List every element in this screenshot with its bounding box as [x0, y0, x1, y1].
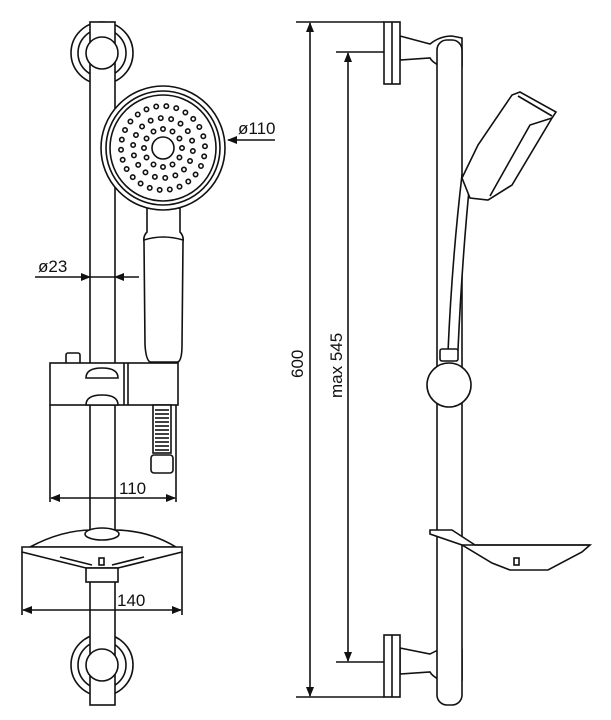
nozzle-hole — [162, 174, 169, 181]
nozzle-hole — [189, 147, 196, 154]
nozzle-hole — [142, 169, 149, 176]
nozzle-hole — [169, 161, 176, 168]
dim-label-soap-dish-width: 140 — [117, 591, 145, 610]
nozzle-hole — [160, 126, 167, 133]
dimension-slider-depth: 110 — [49, 405, 177, 502]
nozzle-hole — [196, 123, 203, 130]
nozzle-hole — [163, 103, 170, 110]
nozzle-hole — [143, 154, 150, 161]
dim-label-slider-depth: 110 — [119, 479, 146, 498]
nozzle-hole — [147, 117, 154, 124]
nozzle-hole — [156, 186, 163, 193]
nozzle-hole — [143, 135, 150, 142]
soap-dish — [21, 527, 183, 583]
dimension-total-height: 600 — [288, 21, 384, 698]
nozzles — [118, 103, 208, 193]
nozzle-hole — [176, 154, 183, 161]
nozzle-hole — [134, 111, 141, 118]
nozzle-hole — [197, 162, 204, 169]
dimension-soap-dish-width: 140 — [21, 552, 183, 615]
nozzle-hole — [182, 109, 189, 116]
nozzle-hole — [185, 178, 192, 185]
nozzle-hole — [179, 145, 186, 152]
side-view: 600 max 545 — [288, 21, 593, 706]
nozzle-hole — [141, 145, 148, 152]
dim-label-head-diameter: ø110 — [238, 119, 276, 138]
nozzle-hole — [130, 142, 137, 149]
nozzle-hole — [190, 115, 197, 122]
nozzle-hole — [172, 172, 179, 179]
nozzle-hole — [176, 135, 183, 142]
nozzle-hole — [135, 161, 142, 168]
nozzle-hole — [150, 128, 157, 135]
nozzle-hole — [129, 174, 136, 181]
dim-label-max-adjust: max 545 — [327, 333, 346, 398]
bracket-ball-bottom — [85, 648, 119, 682]
nozzle-hole — [137, 180, 144, 187]
nozzle-hole — [157, 115, 164, 122]
nozzle-hole — [132, 131, 139, 138]
dimension-rail-diameter: ø23 — [35, 257, 139, 281]
side-soap-dish — [429, 529, 593, 571]
nozzle-hole — [118, 146, 125, 153]
nozzle-hole — [184, 128, 191, 135]
bracket-ball-top — [85, 36, 119, 70]
hose — [150, 404, 174, 474]
side-hand-shower — [447, 91, 558, 353]
nozzle-hole — [200, 133, 207, 140]
side-slider — [426, 348, 472, 408]
nozzle-hole — [180, 166, 187, 173]
nozzle-hole — [153, 103, 160, 110]
nozzle-hole — [201, 143, 208, 150]
nozzle-hole — [119, 156, 126, 163]
nozzle-hole — [130, 152, 137, 159]
shower-head — [100, 85, 226, 211]
nozzle-hole — [187, 158, 194, 165]
nozzle-hole — [189, 137, 196, 144]
nozzle-hole — [168, 116, 175, 123]
dim-label-total-height: 600 — [288, 350, 307, 378]
nozzle-hole — [150, 161, 157, 168]
nozzle-hole — [151, 173, 158, 180]
nozzle-hole — [146, 184, 153, 191]
nozzle-hole — [177, 120, 184, 127]
nozzle-hole — [176, 183, 183, 190]
nozzle-hole — [139, 123, 146, 130]
nozzle-hole — [166, 186, 173, 193]
nozzle-hole — [143, 106, 150, 113]
nozzle-hole — [122, 127, 129, 134]
nozzle-hole — [160, 164, 167, 171]
dimension-max-adjust: max 545 — [327, 51, 384, 663]
nozzle-hole — [127, 118, 134, 125]
front-view: ø110 ø23 110 140 — [21, 21, 276, 706]
nozzle-hole — [118, 136, 125, 143]
nozzle-hole — [169, 128, 176, 135]
nozzle-hole — [192, 171, 199, 178]
shower-handle — [143, 207, 184, 363]
slider-holder — [49, 352, 179, 406]
nozzle-hole — [201, 153, 208, 160]
nozzle-hole — [173, 105, 180, 112]
dim-label-rail-diameter: ø23 — [38, 257, 67, 276]
dimension-head-diameter: ø110 — [227, 119, 276, 144]
nozzle-hole — [123, 166, 130, 173]
